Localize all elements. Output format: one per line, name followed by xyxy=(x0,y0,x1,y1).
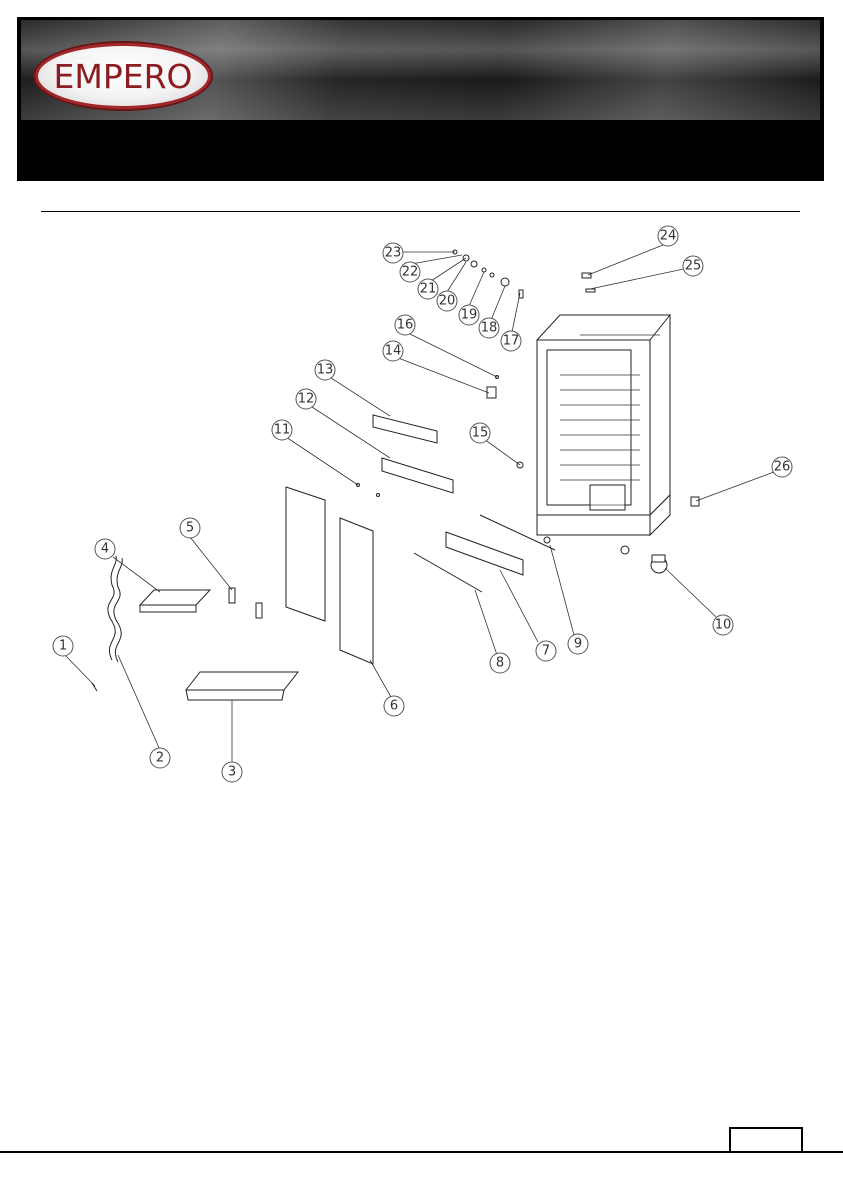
svg-text:4: 4 xyxy=(101,542,109,557)
callout-21: 21 xyxy=(418,279,438,299)
logo-text: EMPERO xyxy=(54,57,193,96)
svg-text:10: 10 xyxy=(715,618,732,633)
title-band xyxy=(21,121,820,177)
divider xyxy=(41,211,800,212)
empero-logo: EMPERO xyxy=(35,43,211,109)
svg-text:15: 15 xyxy=(472,426,489,441)
callout-24: 24 xyxy=(658,226,678,246)
header: EMPERO xyxy=(17,17,824,181)
footer-line xyxy=(0,1151,843,1153)
svg-text:3: 3 xyxy=(228,765,236,780)
callout-26: 26 xyxy=(772,457,792,477)
page-number-tab xyxy=(729,1127,803,1153)
svg-text:12: 12 xyxy=(298,392,315,407)
svg-text:5: 5 xyxy=(186,521,194,536)
callout-25: 25 xyxy=(683,256,703,276)
svg-text:16: 16 xyxy=(397,318,414,333)
oven-cabinet xyxy=(537,315,670,554)
svg-text:17: 17 xyxy=(503,334,520,349)
callout-12: 12 xyxy=(296,389,316,409)
svg-text:11: 11 xyxy=(274,423,291,438)
callout-2: 2 xyxy=(150,748,170,768)
svg-text:18: 18 xyxy=(481,321,498,336)
exploded-parts-diagram: 1 2 3 4 5 6 7 8 9 10 11 12 13 14 15 16 1… xyxy=(0,215,843,800)
callout-3: 3 xyxy=(222,762,242,782)
svg-text:20: 20 xyxy=(439,294,456,309)
callout-18: 18 xyxy=(479,318,499,338)
callout-5: 5 xyxy=(180,518,200,538)
callout-16: 16 xyxy=(395,315,415,335)
leader-lines xyxy=(64,243,782,763)
svg-text:22: 22 xyxy=(402,265,419,280)
callout-17: 17 xyxy=(501,331,521,351)
svg-text:2: 2 xyxy=(156,751,164,766)
callout-9: 9 xyxy=(568,634,588,654)
callout-11: 11 xyxy=(272,420,292,440)
callout-4: 4 xyxy=(95,539,115,559)
callout-23: 23 xyxy=(383,243,403,263)
header-banner: EMPERO xyxy=(21,20,820,120)
callout-8: 8 xyxy=(490,653,510,673)
svg-text:21: 21 xyxy=(420,282,437,297)
svg-text:1: 1 xyxy=(59,639,67,654)
callout-6: 6 xyxy=(384,696,404,716)
callout-10: 10 xyxy=(713,615,733,635)
svg-text:19: 19 xyxy=(461,308,478,323)
callout-7: 7 xyxy=(536,641,556,661)
callout-14: 14 xyxy=(383,341,403,361)
svg-text:26: 26 xyxy=(774,460,791,475)
svg-text:9: 9 xyxy=(574,637,582,652)
callout-22: 22 xyxy=(400,262,420,282)
callout-1: 1 xyxy=(53,636,73,656)
callout-19: 19 xyxy=(459,305,479,325)
svg-text:25: 25 xyxy=(685,259,702,274)
svg-text:23: 23 xyxy=(385,246,402,261)
callout-20: 20 xyxy=(437,291,457,311)
svg-text:8: 8 xyxy=(496,656,504,671)
svg-text:14: 14 xyxy=(385,344,402,359)
svg-text:24: 24 xyxy=(660,229,677,244)
callout-13: 13 xyxy=(315,360,335,380)
svg-text:6: 6 xyxy=(390,699,398,714)
svg-text:7: 7 xyxy=(542,644,550,659)
callout-15: 15 xyxy=(470,423,490,443)
svg-text:13: 13 xyxy=(317,363,334,378)
